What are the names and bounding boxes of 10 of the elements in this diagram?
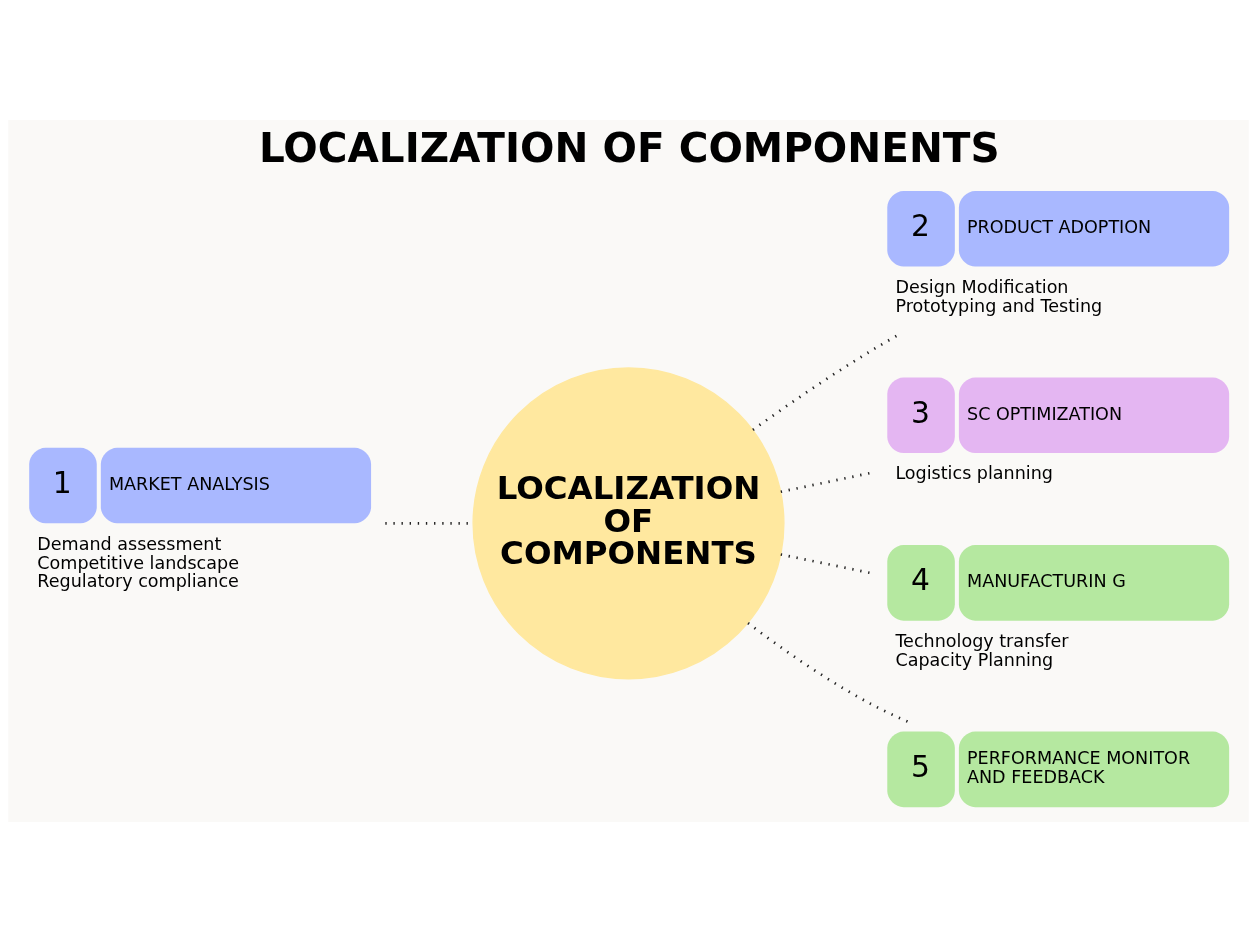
node-label: Logistics planning bbox=[895, 462, 1054, 483]
node-label: Competitive landscape bbox=[37, 552, 239, 572]
connector bbox=[780, 471, 872, 493]
connector bbox=[747, 621, 909, 723]
node-circle: LOCALIZATION OF COMPONENTS bbox=[472, 366, 785, 679]
node-label: Demand assessment bbox=[37, 533, 222, 554]
node-label: Design Modification bbox=[895, 276, 1069, 297]
node-label: Technology transfer bbox=[895, 630, 1069, 651]
diagram-title: LOCALIZATION OF COMPONENTS bbox=[258, 123, 1000, 172]
connector bbox=[780, 552, 872, 574]
